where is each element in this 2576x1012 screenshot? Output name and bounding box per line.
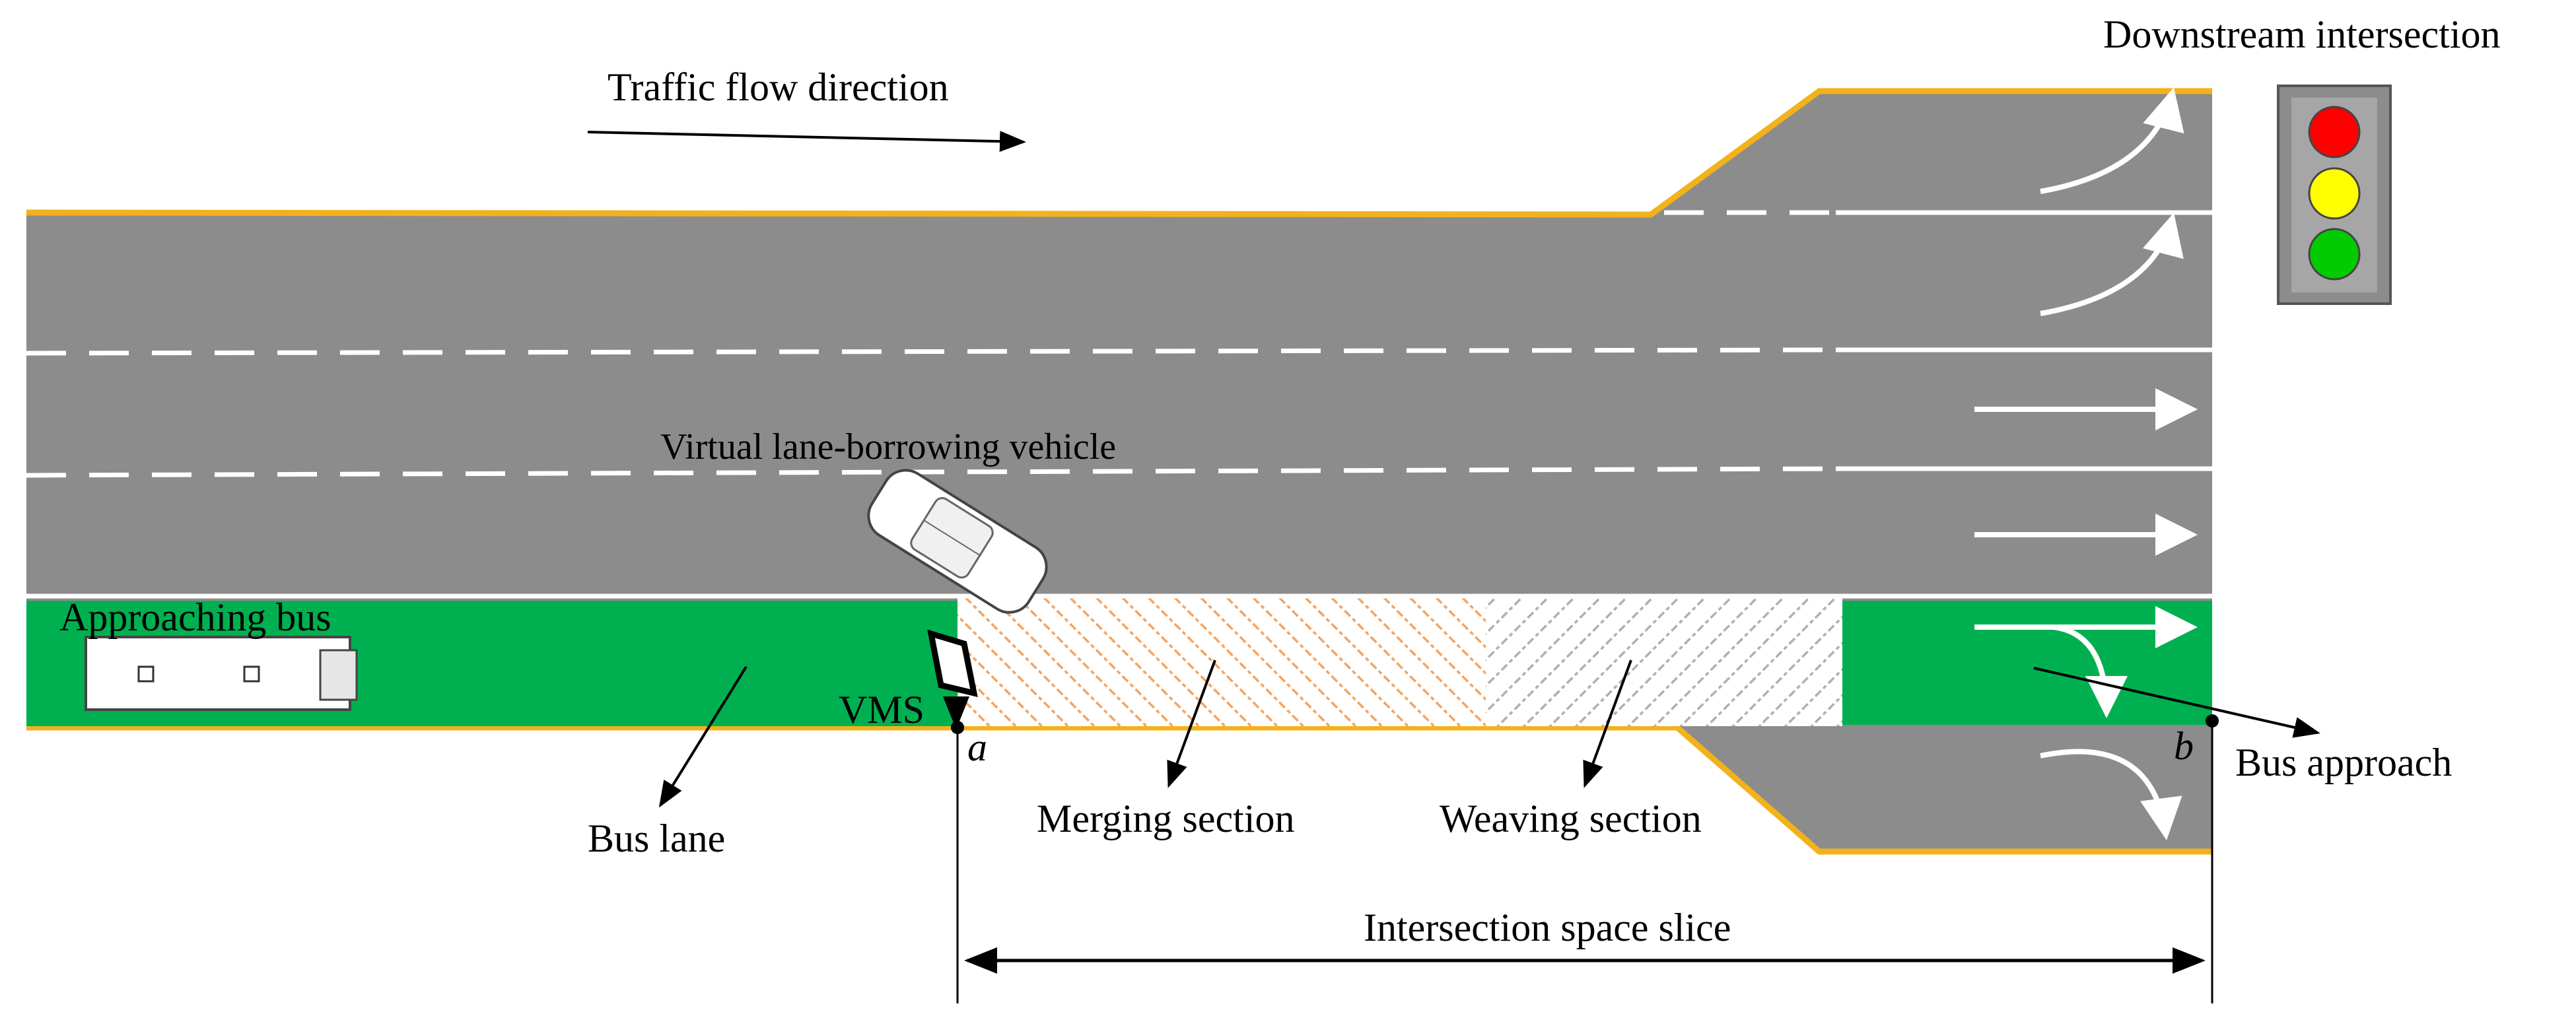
point-a-label: a xyxy=(967,725,987,769)
merging-section-area xyxy=(957,597,1486,726)
space-slice-label: Intersection space slice xyxy=(1364,906,1731,949)
traffic-flow-arrow xyxy=(587,131,1026,152)
right-turn-arrow-icon xyxy=(2040,213,2184,316)
bus-icon xyxy=(85,636,358,711)
slice-boundaries xyxy=(951,714,2219,1003)
approaching-bus-label: Approaching bus xyxy=(59,595,331,639)
virtual-vehicle-label: Virtual lane-borrowing vehicle xyxy=(660,426,1116,467)
vms-label: VMS xyxy=(839,688,924,731)
weaving-section-area xyxy=(1486,597,1842,726)
left-turn-arrow-icon xyxy=(2053,624,2128,718)
merging-section-label: Merging section xyxy=(1037,797,1295,840)
bus-lane-label: Bus lane xyxy=(588,817,725,860)
downstream-intersection-label: Downstream intersection xyxy=(2103,13,2501,56)
traffic-flow-label: Traffic flow direction xyxy=(608,65,949,109)
weaving-section-label: Weaving section xyxy=(1440,797,1702,840)
point-b-label: b xyxy=(2174,724,2194,768)
traffic-signal-icon xyxy=(2277,84,2392,305)
lane-markings xyxy=(26,210,2212,599)
car-icon xyxy=(867,469,1048,614)
right-turn-arrow-icon xyxy=(2040,87,2184,194)
pointer-arrows xyxy=(587,131,2320,808)
lane-direction-arrows xyxy=(1974,87,2198,840)
bus-approach-label: Bus approach xyxy=(2235,741,2452,784)
vms-sign-icon xyxy=(927,629,978,729)
left-turn-arrow-icon xyxy=(2040,749,2182,840)
